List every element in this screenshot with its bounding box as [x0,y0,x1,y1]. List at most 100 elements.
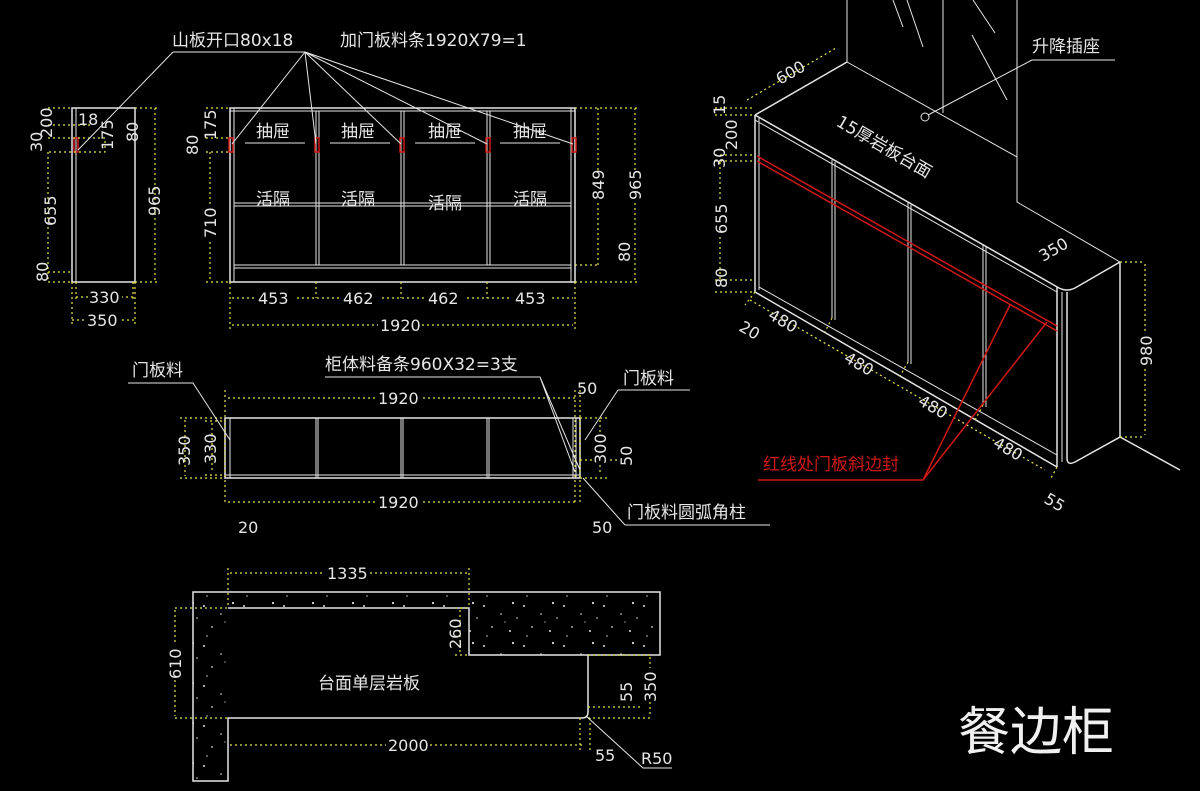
drawer-label-1: 抽屉 [256,122,290,142]
plan-internal-lines [225,418,580,478]
drawer-label-2: 抽屉 [341,122,375,142]
dim-15: 15 [710,95,729,115]
dim-330: 330 [201,433,220,464]
dim-600: 600 [773,57,809,89]
stone-texture [193,592,660,781]
dim-55: 55 [1041,489,1068,516]
socket-icon [920,112,930,122]
side-dimension-lines [48,107,160,325]
dim-width-2: 462 [343,289,374,308]
dim-849: 849 [589,169,608,200]
dim-200: 200 [37,107,56,138]
dim-55-bottom: 55 [595,746,615,765]
note-door-material-right: 门板料 [623,369,674,389]
note-socket: 升降插座 [1032,37,1100,57]
note-door-material-left: 门板料 [132,361,183,381]
socket-leader [927,59,1115,116]
drawing-title: 餐边柜 [958,703,1114,763]
top-notes: 山板开口80x18 加门板料条1920X79=1 [77,31,574,151]
dim-50-side: 50 [617,446,636,466]
dim-width-3: 462 [428,289,459,308]
dim-80: 80 [712,268,731,288]
dim-350: 350 [175,435,194,466]
dim-260: 260 [446,618,465,649]
dim-300: 300 [591,433,610,464]
dim-1920-bottom: 1920 [378,493,419,512]
dim-350: 350 [1036,234,1072,266]
countertop-plan: 1335 2000 610 260 350 55 55 R50 台面单层岩板 [166,564,672,782]
dim-350: 350 [641,671,660,702]
dim-55-side: 55 [617,682,636,702]
note-side-opening: 山板开口80x18 [172,31,293,51]
plan-dimension-lines [184,397,601,503]
cabinet-door-lines [754,118,1063,462]
mirror-reflection-lines [892,0,1008,101]
dim-1920-top: 1920 [378,389,419,408]
dim-480-4: 480 [990,433,1026,465]
note-bevel-edge: 红线处门板斜边封 [763,455,899,475]
dim-480-3: 480 [915,391,951,423]
note-round-post: 门板料圆弧角柱 [627,503,746,523]
dim-175: 175 [98,119,117,150]
dim-2000: 2000 [388,736,429,755]
shelf-label-1: 活隔 [256,190,290,210]
dim-480-2: 480 [841,348,877,380]
front-internal-lines [230,108,575,282]
dim-80-right: 80 [615,242,634,262]
cabinet-body-lines [754,61,1181,471]
dim-655: 655 [712,203,731,234]
front-outline [229,107,576,283]
note-leader-lines [77,51,574,151]
dim-80: 80 [123,122,142,142]
side-dim-measures [47,108,156,321]
drawer-label-3: 抽屉 [428,122,462,142]
dim-200: 200 [722,119,741,150]
dim-350: 350 [87,311,118,330]
dim-width-1: 453 [258,289,289,308]
side-panel-outline [71,107,136,283]
dim-18: 18 [78,110,98,129]
front-extension-lines [206,107,640,330]
dim-1335: 1335 [327,564,368,583]
dim-50-bottom: 50 [592,518,612,537]
isometric-view: 升降插座 15厚岩板台面 350 600 15 200 30 655 80 98… [710,0,1181,516]
dim-80: 80 [183,135,202,155]
red-note-leader [758,304,1048,481]
shelf-label-3: 活隔 [428,194,462,214]
r50-leader [585,715,672,769]
shelf-label-2: 活隔 [341,190,375,210]
dim-30: 30 [27,132,46,152]
dim-965: 965 [145,185,164,216]
dim-175: 175 [201,109,220,140]
dim-30: 30 [710,148,729,168]
drawer-label-4: 抽屉 [513,122,547,142]
wall-lines [846,0,1121,263]
dim-50-top: 50 [577,379,597,398]
dim-330: 330 [89,288,120,307]
dim-965: 965 [626,169,645,200]
shelf-label-4: 活隔 [513,190,547,210]
red-opening-marks [228,137,577,153]
dim-width-4: 453 [515,289,546,308]
red-bevel-edge-line [756,155,1058,332]
dim-total-1920: 1920 [380,316,421,335]
dim-980: 980 [1137,335,1156,366]
dim-610: 610 [166,648,185,679]
plan-extension-lines [180,390,620,505]
note-door-strip: 加门板料条1920X79=1 [340,31,527,51]
front-elevation: 抽屉 抽屉 抽屉 抽屉 活隔 活隔 活隔 活隔 175 80 710 849 9… [183,107,645,335]
dim-r50: R50 [641,749,672,768]
plan-leader-lines [128,376,770,526]
countertop-label: 台面单层岩板 [318,674,420,694]
dim-80-bottom: 80 [33,262,52,282]
dim-20: 20 [736,317,763,344]
countertop-extension-lines [175,568,650,752]
note-carcass-strip: 柜体料备条960X32=3支 [325,355,518,375]
dim-655: 655 [41,195,60,226]
plan-view: 1920 1920 350 330 300 50 50 50 20 门板料 柜体… [128,355,770,537]
countertop-thickness-label: 15厚岩板台面 [833,112,935,183]
dim-480-1: 480 [765,305,801,337]
dim-710: 710 [201,207,220,238]
side-elevation: 30 200 18 175 80 655 80 965 330 350 [27,107,164,330]
